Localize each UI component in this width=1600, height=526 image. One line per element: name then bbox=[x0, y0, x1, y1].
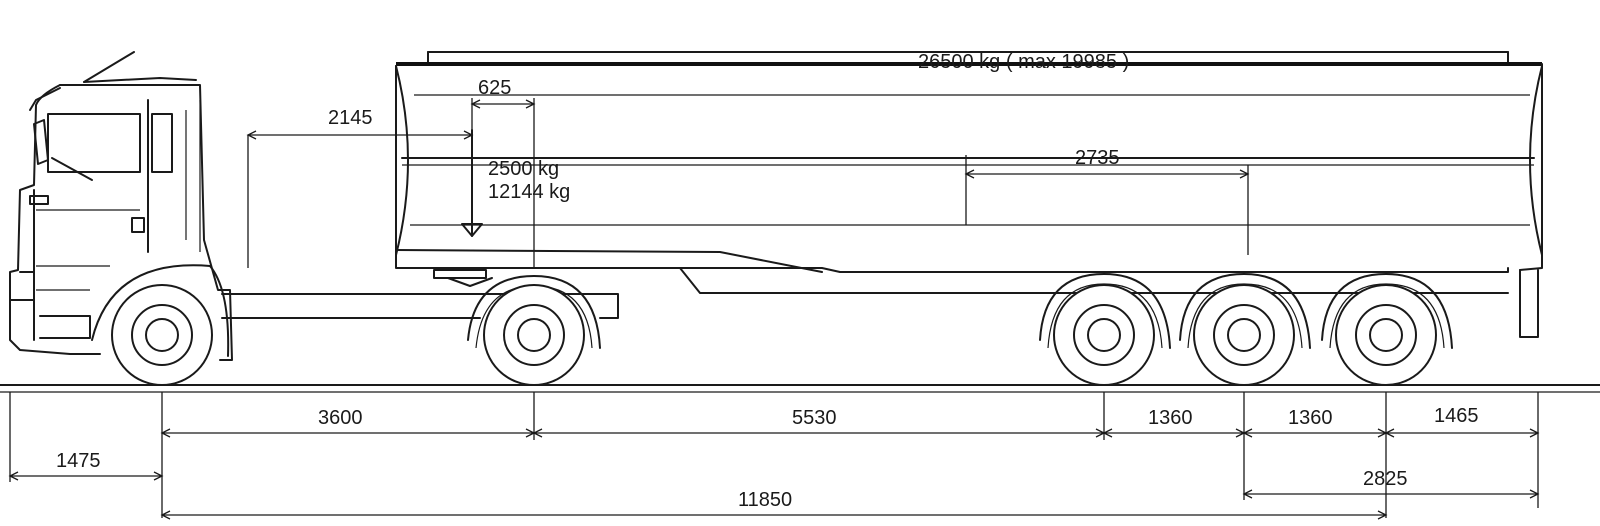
kingpin-load-label: 2500 kg bbox=[488, 158, 559, 180]
lower-dimensions bbox=[8, 392, 1540, 520]
total-length-label: 11850 bbox=[738, 489, 792, 511]
rear-overhang-label: 1465 bbox=[1434, 405, 1479, 427]
axle-spacing-2-label: 1360 bbox=[1288, 407, 1333, 429]
total-weight-label: 26500 kg ( max 19985 ) bbox=[918, 51, 1129, 73]
upper-dimensions bbox=[246, 98, 1250, 268]
front-overhang-label: 1475 bbox=[56, 450, 101, 472]
tractor-cab bbox=[9, 51, 233, 361]
trailer-span-label: 5530 bbox=[792, 407, 837, 429]
cab-gap-label: 2145 bbox=[328, 107, 373, 129]
axle-spacing-1-label: 1360 bbox=[1148, 407, 1193, 429]
kingpin-offset-label: 625 bbox=[478, 77, 511, 99]
tank-center-label: 2735 bbox=[1075, 147, 1120, 169]
wheel-trailer-3 bbox=[1321, 273, 1453, 386]
wheel-front bbox=[111, 284, 213, 386]
wheel-drive bbox=[467, 275, 601, 386]
tractor-wheelbase-label: 3600 bbox=[318, 407, 363, 429]
fifth-wheel bbox=[433, 129, 493, 287]
rear-group-label: 2825 bbox=[1363, 468, 1408, 490]
wheel-trailer-2 bbox=[1179, 273, 1311, 386]
tank-trailer bbox=[395, 51, 1543, 338]
kingpin-load-2-label: 12144 kg bbox=[488, 181, 570, 203]
tractor-chassis bbox=[221, 293, 619, 319]
ground bbox=[0, 384, 1600, 393]
wheel-trailer-1 bbox=[1039, 273, 1171, 386]
